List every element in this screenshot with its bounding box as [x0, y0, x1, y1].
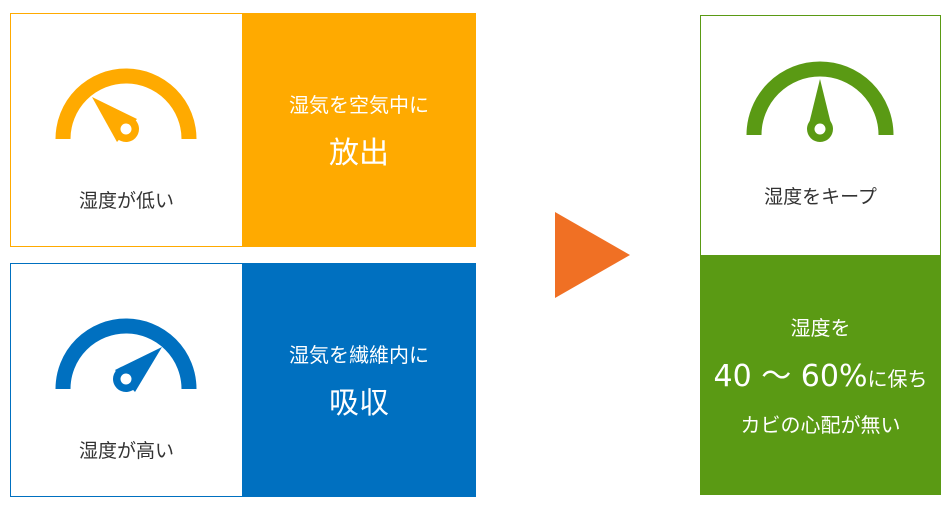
- absorb-panel: 湿気を繊維内に 吸収: [242, 264, 476, 496]
- low-humidity-card: 湿度が低い 湿気を空気中に 放出: [10, 13, 476, 247]
- absorb-line2: 吸収: [329, 385, 389, 421]
- keep-humidity-card: 湿度をキープ 湿度を 40 ～ 60%に保ち カビの心配が無い: [700, 15, 941, 495]
- keep-line3: カビの心配が無い: [740, 413, 901, 437]
- keep-range-suffix: に保ち: [867, 367, 928, 391]
- keep-panel: 湿度を 40 ～ 60%に保ち カビの心配が無い: [701, 255, 940, 495]
- release-line1: 湿気を空気中に: [289, 92, 429, 117]
- keep-range-line: 40 ～ 60%に保ち: [714, 351, 928, 395]
- release-panel: 湿気を空気中に 放出: [242, 14, 476, 246]
- high-humidity-card: 湿度が高い 湿気を繊維内に 吸収: [10, 263, 476, 497]
- low-humidity-label: 湿度が低い: [78, 190, 174, 212]
- gauge-high-icon: [55, 318, 197, 392]
- release-line2: 放出: [329, 135, 389, 171]
- keep-line1: 湿度を: [790, 316, 851, 340]
- gauge-keep-icon: [746, 61, 894, 142]
- arrow-right-icon: [555, 212, 630, 298]
- keep-range: 40 ～ 60%: [713, 359, 868, 394]
- high-humidity-label: 湿度が高い: [78, 440, 174, 462]
- keep-humidity-label: 湿度をキープ: [764, 186, 877, 208]
- gauge-low-icon: [55, 68, 197, 142]
- absorb-line1: 湿気を繊維内に: [289, 342, 429, 367]
